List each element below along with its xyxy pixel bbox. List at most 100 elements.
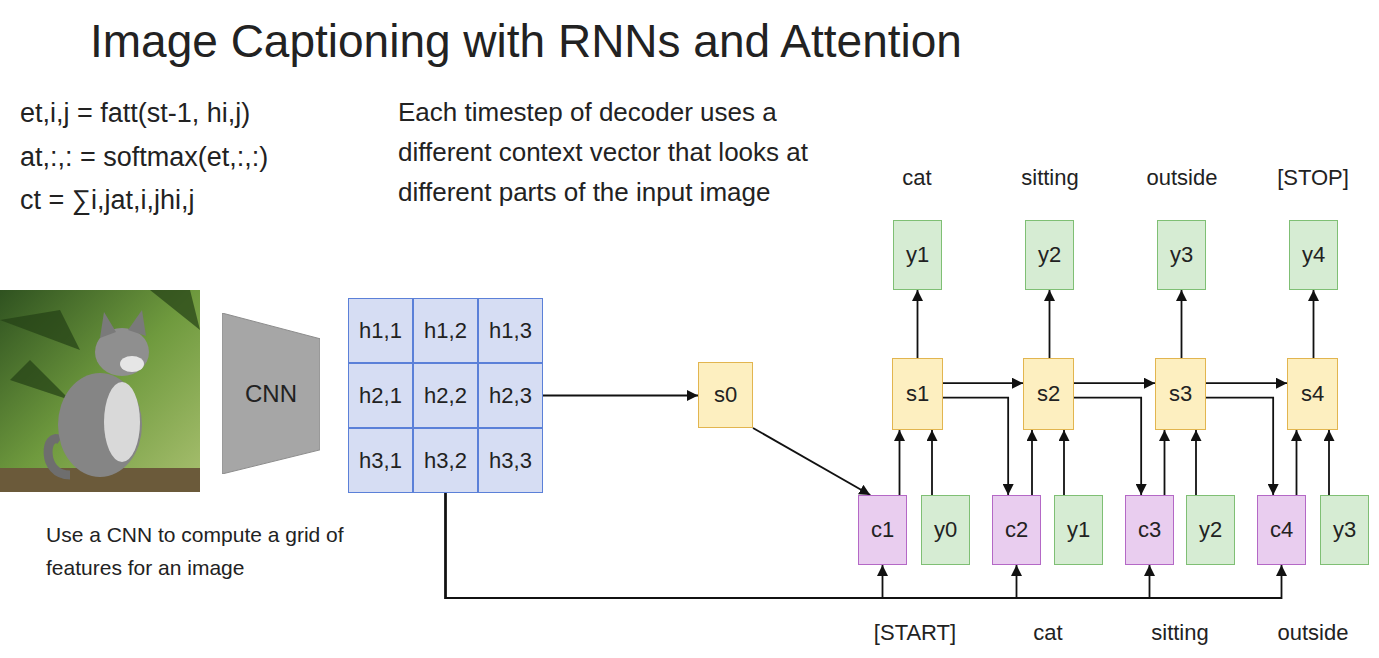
feature-cell: h1,1 <box>348 298 413 363</box>
feature-cell: h3,3 <box>478 428 543 493</box>
box-text: s0 <box>714 382 737 408</box>
box-text: h2,1 <box>359 383 402 409</box>
feature-cell: h2,1 <box>348 363 413 428</box>
arrow-connector <box>446 493 1017 598</box>
output-word: outside <box>1122 164 1242 192</box>
box-text: h1,3 <box>489 318 532 344</box>
arrow-connector <box>931 430 933 495</box>
arrow-connector <box>1313 290 1315 358</box>
box-text: y3 <box>1170 242 1193 268</box>
box-text: h1,2 <box>424 318 467 344</box>
output-word: [STOP] <box>1253 164 1373 192</box>
token-box: y2 <box>1025 220 1074 290</box>
arrow-connector <box>1206 382 1287 384</box>
box-text: c4 <box>1270 517 1293 543</box>
cnn-encoder: CNN <box>222 313 320 474</box>
arrow-connector <box>899 430 901 495</box>
arrow-connector <box>446 493 883 598</box>
box-text: y2 <box>1038 242 1061 268</box>
arrow-connector <box>1074 398 1141 495</box>
feature-cell: h1,3 <box>478 298 543 363</box>
cat-chest <box>104 382 140 462</box>
cat-ear <box>100 312 116 338</box>
box-text: s3 <box>1169 381 1192 407</box>
box-text: y4 <box>1302 242 1325 268</box>
equation: ct = ∑i,jat,i,jhi,j <box>20 183 390 217</box>
token-box: y0 <box>921 495 970 565</box>
box-text: h1,1 <box>359 318 402 344</box>
hidden-state-box: s3 <box>1155 358 1206 430</box>
box-text: y1 <box>906 242 929 268</box>
feature-cell: h2,2 <box>413 363 478 428</box>
box-text: h2,2 <box>424 383 467 409</box>
box-text: c3 <box>1138 517 1161 543</box>
arrow-connector <box>753 428 870 495</box>
output-word: cat <box>857 164 977 192</box>
token-box: y2 <box>1186 495 1235 565</box>
token-box: y4 <box>1289 220 1338 290</box>
hidden-state-box: s1 <box>892 358 943 430</box>
arrow-connector <box>1195 430 1197 495</box>
trapezoid-shape <box>222 313 320 474</box>
box-text: y0 <box>934 517 957 543</box>
arrow-connector <box>1063 430 1065 495</box>
input-word: sitting <box>1120 619 1240 647</box>
cat-photo <box>0 290 200 492</box>
token-box: y1 <box>893 220 942 290</box>
arrow-connector <box>1164 430 1166 495</box>
box-text: y3 <box>1333 517 1356 543</box>
arrow-connector <box>1206 398 1273 495</box>
context-box: c4 <box>1257 495 1306 565</box>
caption-note: Use a CNN to compute a grid of features … <box>46 518 361 584</box>
feature-cell: h3,2 <box>413 428 478 493</box>
arrow-connector <box>943 398 1008 495</box>
box-text: s1 <box>906 381 929 407</box>
token-box: y1 <box>1054 495 1103 565</box>
arrow-connector <box>446 493 1150 598</box>
context-box: c1 <box>858 495 907 565</box>
arrow-connector <box>1296 430 1298 495</box>
output-word: sitting <box>990 164 1110 192</box>
arrow-connector <box>917 290 919 358</box>
input-word: cat <box>988 619 1108 647</box>
arrow-connector <box>943 382 1023 384</box>
arrow-connector <box>1328 430 1330 495</box>
cat-muzzle <box>120 356 144 372</box>
hidden-state-box: s0 <box>698 362 753 428</box>
hidden-state-box: s2 <box>1023 358 1074 430</box>
input-word: [START] <box>855 619 975 647</box>
arrow-connector <box>446 493 1282 598</box>
box-text: CNN <box>245 380 297 408</box>
box-text: y1 <box>1067 517 1090 543</box>
token-box: y3 <box>1320 495 1369 565</box>
cat-ear <box>128 310 146 336</box>
explanation-note: Each timestep of decoder uses a differen… <box>398 92 838 212</box>
equation: at,:,: = softmax(et,:,:) <box>20 140 390 174</box>
feature-cell: h1,2 <box>413 298 478 363</box>
context-box: c3 <box>1125 495 1174 565</box>
arrow-connector <box>543 395 698 397</box>
token-box: y3 <box>1157 220 1206 290</box>
box-text: s4 <box>1301 381 1324 407</box>
box-text: h3,2 <box>424 448 467 474</box>
context-box: c2 <box>992 495 1041 565</box>
box-text: c2 <box>1005 517 1028 543</box>
arrow-connector <box>1074 382 1155 384</box>
feature-cell: h2,3 <box>478 363 543 428</box>
hidden-state-box: s4 <box>1287 358 1338 430</box>
box-text: c1 <box>871 517 894 543</box>
cat-body <box>58 373 142 477</box>
box-text: s2 <box>1037 381 1060 407</box>
box-text: y2 <box>1199 517 1222 543</box>
arrow-connector <box>1031 430 1033 495</box>
slide-title: Image Captioning with RNNs and Attention <box>90 14 962 68</box>
equation: et,i,j = fatt(st-1, hi,j) <box>20 96 390 130</box>
box-text: h2,3 <box>489 383 532 409</box>
arrow-connector <box>1049 290 1051 358</box>
box-text: h3,3 <box>489 448 532 474</box>
photo-ground <box>0 290 200 492</box>
arrow-connector <box>1181 290 1183 358</box>
feature-cell: h3,1 <box>348 428 413 493</box>
input-word: outside <box>1253 619 1373 647</box>
